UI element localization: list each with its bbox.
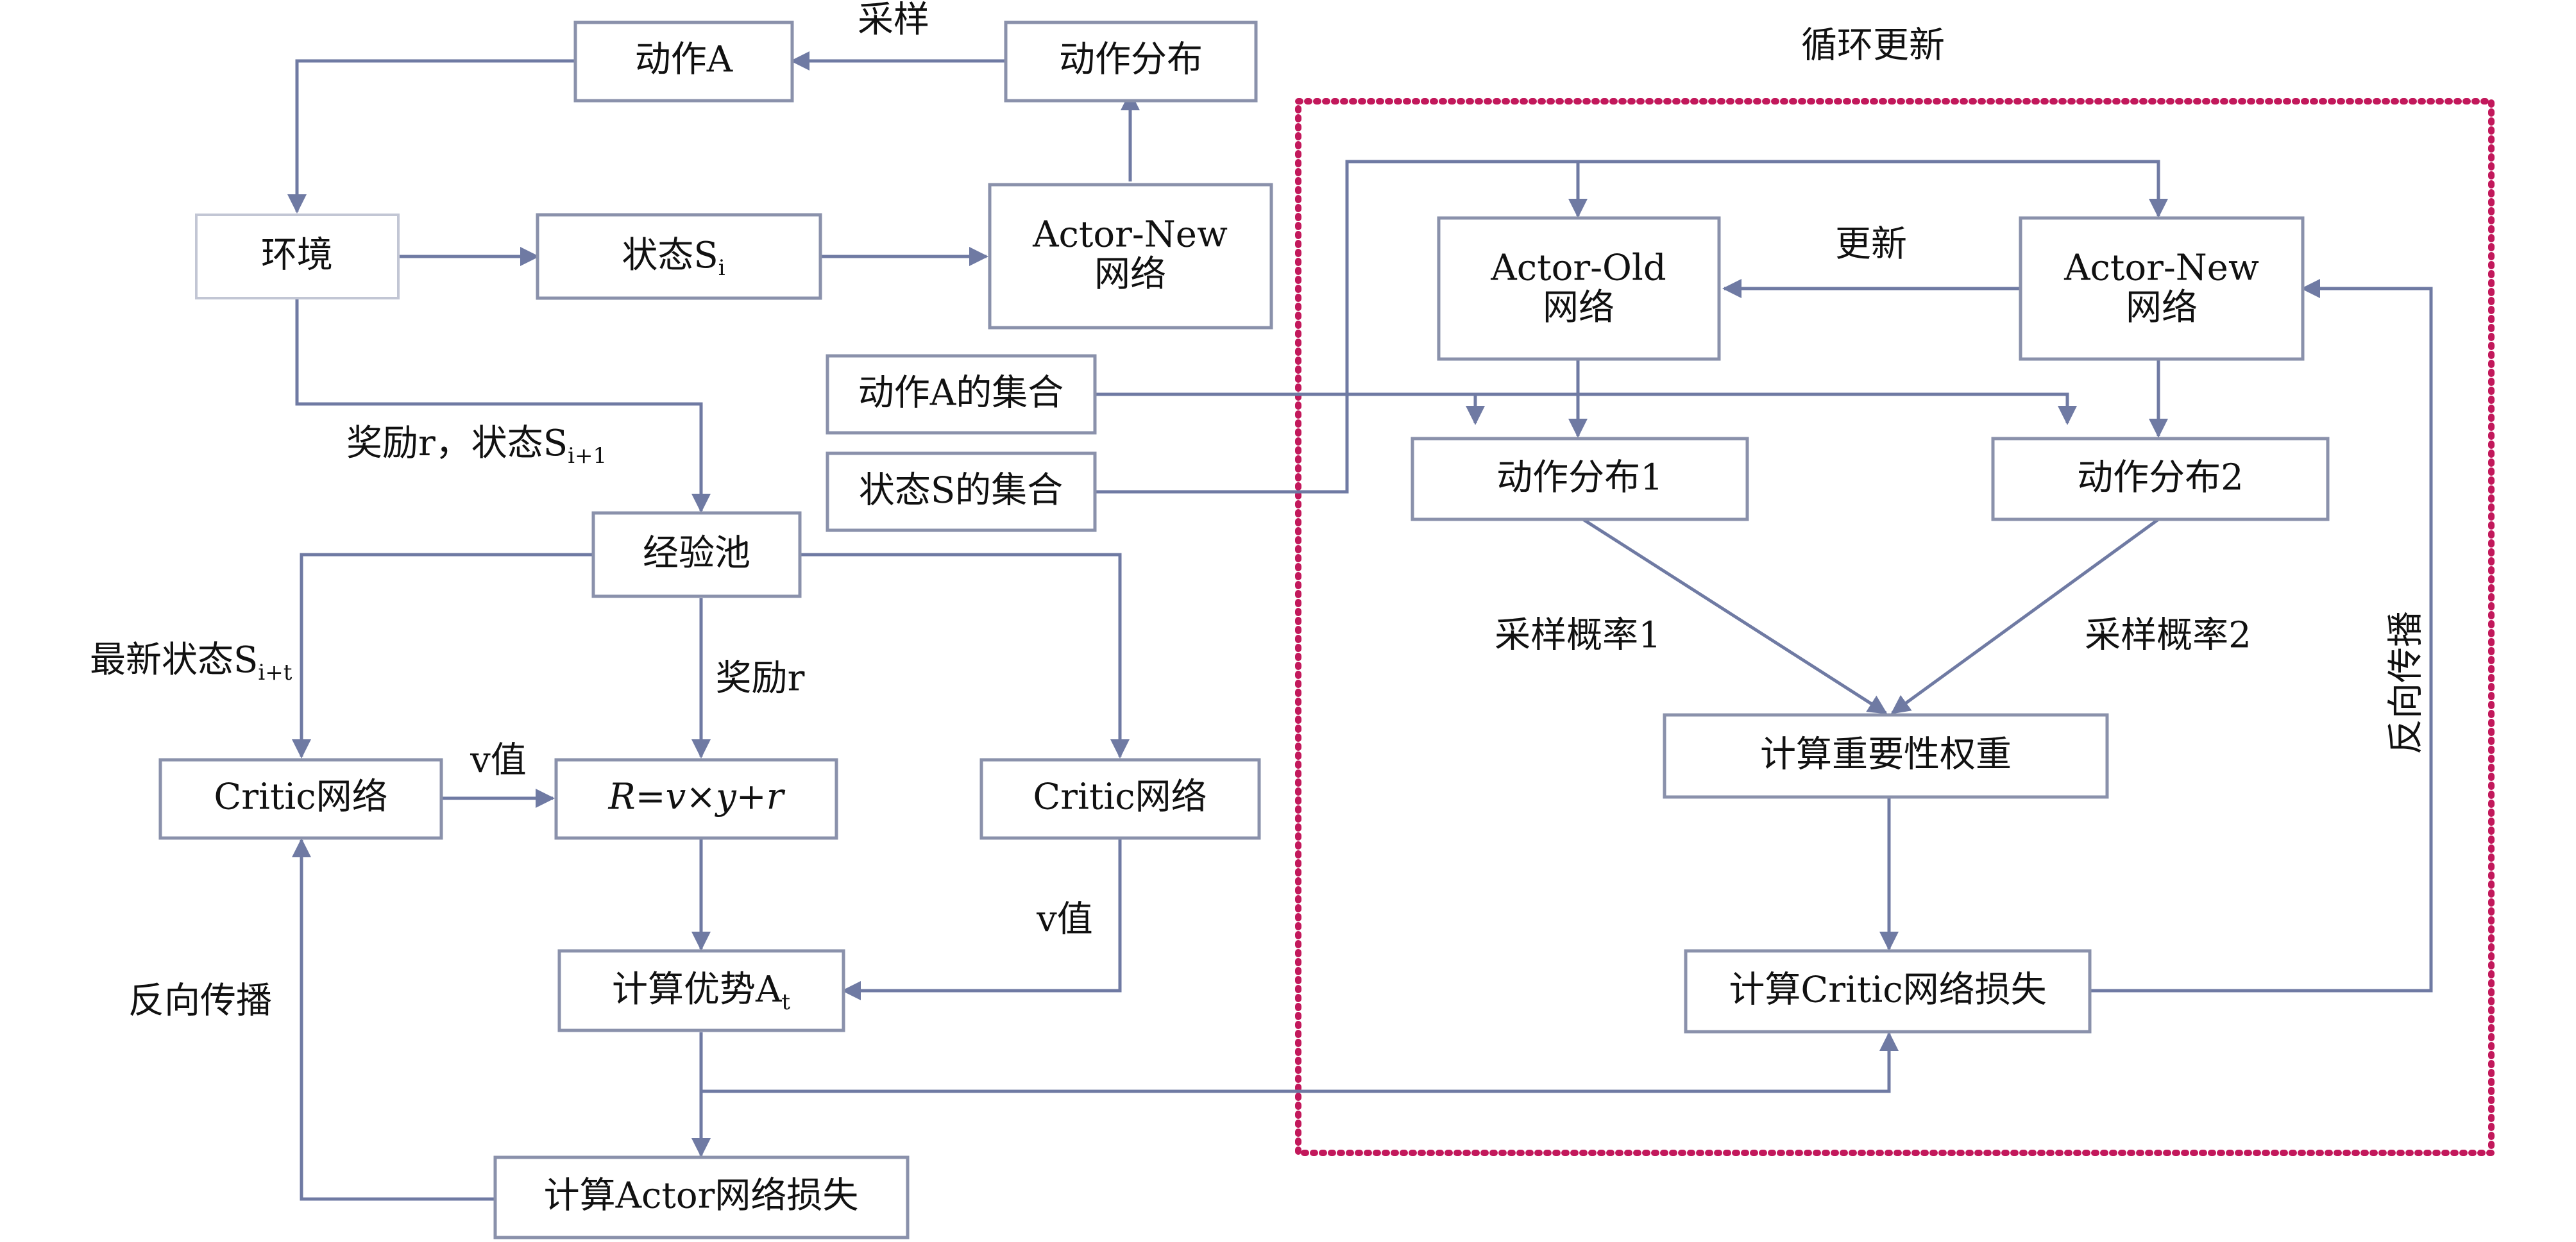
node-action-dist-label: 动作分布 xyxy=(1059,39,1203,81)
edge-pool-to-critic-left xyxy=(292,553,593,759)
node-state-si: 状态Si xyxy=(536,213,822,300)
node-critic-loss-label: 计算Critic网络损失 xyxy=(1729,969,2046,1011)
edge-adv-to-critic-loss xyxy=(701,1032,1899,1093)
label-latest-state: 最新状态Si+t xyxy=(90,639,292,686)
node-actor-old: Actor-Old 网络 xyxy=(1437,216,1721,361)
node-actor-loss-label: 计算Actor网络损失 xyxy=(544,1175,859,1217)
node-action-a: 动作A xyxy=(573,21,794,103)
node-critic-left: Critic网络 xyxy=(158,758,443,840)
label-backprop-left: 反向传播 xyxy=(128,980,272,1022)
loop-region xyxy=(1295,98,2495,1156)
edge-critic-right-to-adv xyxy=(842,839,1122,1000)
node-state-si-label: 状态Si xyxy=(622,235,725,281)
edge-dist2-to-weight xyxy=(1890,517,2160,715)
label-v-value-top: v值 xyxy=(470,740,527,782)
node-advantage-label: 计算优势At xyxy=(612,969,790,1016)
node-return: R=v×y+r xyxy=(554,758,838,840)
node-dist2: 动作分布2 xyxy=(1991,437,2330,521)
node-action-a-label: 动作A xyxy=(635,39,733,81)
node-dist2-label: 动作分布2 xyxy=(2077,457,2244,499)
node-actor-old-line2: 网络 xyxy=(1543,287,1614,329)
node-environment: 环境 xyxy=(195,214,400,299)
node-action-set-label: 动作A的集合 xyxy=(858,373,1063,414)
edge-actionset-to-dist2 xyxy=(1095,392,2077,425)
node-importance-weight-label: 计算重要性权重 xyxy=(1760,734,2012,776)
node-return-label: R=v×y+r xyxy=(608,776,786,818)
node-actor-loss: 计算Actor网络损失 xyxy=(493,1155,910,1239)
node-action-set: 动作A的集合 xyxy=(826,354,1097,435)
label-backprop-right: 反向传播 xyxy=(2385,611,2427,755)
node-action-dist: 动作分布 xyxy=(1004,21,1258,103)
node-actor-new-right-line2: 网络 xyxy=(2126,287,2198,329)
label-reward-state: 奖励r，状态Si+1 xyxy=(346,423,607,469)
node-dist1: 动作分布1 xyxy=(1411,437,1749,521)
edges xyxy=(287,51,2433,1201)
label-reward: 奖励r xyxy=(716,658,805,700)
label-v-value-mid: v值 xyxy=(1036,899,1093,941)
label-loop-update: 循环更新 xyxy=(1801,25,1945,67)
node-state-set: 状态S的集合 xyxy=(826,451,1097,532)
label-sample: 采样 xyxy=(858,0,929,41)
edge-backprop-right xyxy=(2091,279,2433,993)
node-actor-new-left-line1: Actor-New xyxy=(1032,214,1228,256)
node-actor-new-right-line1: Actor-New xyxy=(2063,248,2259,289)
node-advantage: 计算优势At xyxy=(557,949,845,1032)
node-replay-pool: 经验池 xyxy=(591,511,802,598)
edge-loss-to-critic-left xyxy=(292,838,494,1201)
label-sample-prob2: 采样概率2 xyxy=(2085,615,2251,657)
edge-env-to-pool xyxy=(295,299,711,513)
label-update: 更新 xyxy=(1835,224,1907,265)
node-dist1-label: 动作分布1 xyxy=(1496,457,1663,499)
node-importance-weight: 计算重要性权重 xyxy=(1663,713,2109,799)
node-actor-old-line1: Actor-Old xyxy=(1490,248,1666,289)
edge-action-to-env xyxy=(287,59,575,214)
edge-stateset-to-actor-new xyxy=(1095,160,2168,494)
label-sample-prob1: 采样概率1 xyxy=(1495,615,1661,657)
node-actor-new-left-line2: 网络 xyxy=(1094,254,1166,296)
node-replay-pool-label: 经验池 xyxy=(643,533,750,575)
node-critic-loss: 计算Critic网络损失 xyxy=(1684,949,2092,1034)
node-environment-label: 环境 xyxy=(261,235,333,276)
edge-dist1-to-weight xyxy=(1582,517,1888,715)
edge-pool-to-critic-right xyxy=(800,553,1130,759)
node-critic-right: Critic网络 xyxy=(979,758,1261,840)
node-critic-right-label: Critic网络 xyxy=(1033,776,1207,818)
node-actor-new-right: Actor-New 网络 xyxy=(2019,216,2305,361)
node-actor-new-left: Actor-New 网络 xyxy=(988,183,1273,330)
node-state-set-label: 状态S的集合 xyxy=(859,470,1063,512)
node-critic-left-label: Critic网络 xyxy=(214,776,387,818)
